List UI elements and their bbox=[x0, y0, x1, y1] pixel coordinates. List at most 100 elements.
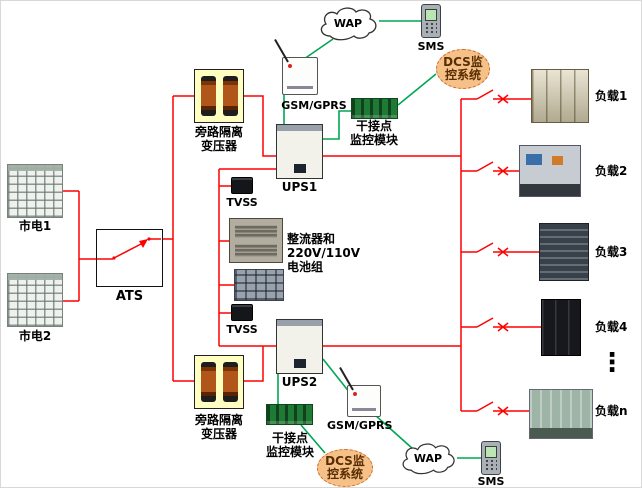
breaker-switch-2 bbox=[461, 161, 519, 176]
sms-phone-bottom-icon bbox=[481, 441, 501, 475]
dcs-top-line1: DCS监 bbox=[443, 55, 483, 69]
dcs-bottom-line2: 控系统 bbox=[326, 467, 363, 481]
transformer-bottom-label: 旁路隔离 变压器 bbox=[185, 413, 253, 441]
dry-contact-bottom-line2: 监控模块 bbox=[265, 445, 314, 459]
dry-contact-top-line2: 监控模块 bbox=[349, 133, 398, 147]
sms-bottom-label: SMS bbox=[477, 475, 505, 488]
mains2-building-image bbox=[7, 273, 63, 327]
dcs-top-line2: 控系统 bbox=[444, 68, 481, 82]
dcs-system-top: DCS监 控系统 bbox=[436, 49, 490, 89]
gsm-bottom-label: GSM/GPRS bbox=[327, 419, 393, 432]
transformer-bottom-line2: 变压器 bbox=[200, 427, 237, 441]
module-to-dcs-top-link bbox=[397, 73, 437, 106]
load4-image bbox=[541, 299, 581, 356]
mains1-building-image bbox=[7, 164, 63, 218]
cloud-shape-icon bbox=[320, 7, 377, 41]
transformer-coil-icon bbox=[200, 362, 216, 402]
load3-image bbox=[539, 223, 589, 281]
gsm-to-wap-bottom-link bbox=[374, 414, 414, 450]
isolation-transformer-bottom-image bbox=[194, 355, 244, 409]
gsm-top-to-wap-link bbox=[303, 38, 334, 60]
dc-left-bus-wire bbox=[218, 168, 276, 347]
breaker-switch-1 bbox=[461, 89, 531, 104]
modem-slot bbox=[352, 408, 376, 411]
wap-bottom-label: WAP bbox=[413, 451, 443, 465]
gsm-top-label: GSM/GPRS bbox=[281, 99, 347, 112]
breaker-switch-4 bbox=[461, 317, 541, 332]
load1-label: 负载1 bbox=[595, 89, 628, 103]
loads-ellipsis: ⋮ bbox=[599, 348, 625, 378]
transformer-top-to-ups1-wire bbox=[244, 95, 276, 157]
transformer-top-label: 旁路隔离 变压器 bbox=[185, 125, 253, 153]
dry-contact-module-bottom-image bbox=[266, 404, 313, 425]
load2-label: 负载2 bbox=[595, 164, 628, 178]
dry-contact-bottom-line1: 干接点 bbox=[271, 431, 308, 445]
module-to-dcs-bottom-link bbox=[300, 424, 326, 454]
ups2-to-gsm-link bbox=[322, 358, 351, 394]
rectifier-cabinet-image bbox=[229, 218, 283, 263]
battery-bank-image bbox=[234, 269, 284, 301]
wap-cloud-bottom-icon: WAP bbox=[399, 441, 457, 475]
ups1-image bbox=[276, 124, 323, 179]
mains2-label: 市电2 bbox=[18, 329, 52, 343]
led-icon bbox=[288, 64, 292, 68]
breaker-switch-n bbox=[461, 401, 529, 416]
dcs-system-bottom: DCS监 控系统 bbox=[317, 449, 373, 487]
ups1-to-module-link bbox=[323, 110, 351, 140]
phone-screen bbox=[485, 446, 497, 458]
rectifier-line3: 电池组 bbox=[287, 260, 324, 274]
rectifier-line1: 整流器和 bbox=[287, 232, 336, 246]
dry-contact-top-line1: 干接点 bbox=[355, 119, 392, 133]
rectifier-battery-tvss-stubs bbox=[219, 185, 234, 314]
breaker-switch-3 bbox=[461, 242, 539, 257]
cloud-shape-icon bbox=[402, 443, 455, 475]
ats-output-riser-wire bbox=[163, 95, 194, 382]
load-n-image bbox=[529, 389, 593, 439]
transformer-bottom-line1: 旁路隔离 bbox=[194, 413, 243, 427]
load-n-label: 负载n bbox=[595, 404, 628, 418]
sms-phone-top-icon bbox=[421, 4, 441, 38]
load4-label: 负载4 bbox=[595, 320, 628, 334]
ups1-label: UPS1 bbox=[281, 180, 318, 194]
phone-keypad bbox=[425, 22, 437, 34]
transformer-top-line1: 旁路隔离 bbox=[194, 125, 243, 139]
led-icon bbox=[353, 392, 357, 396]
transformer-bottom-to-ups2-wire bbox=[244, 346, 264, 382]
ups2-image bbox=[276, 319, 323, 374]
transformer-coil-icon bbox=[222, 362, 238, 402]
wap-cloud-top-icon: WAP bbox=[317, 5, 379, 41]
ups2-label: UPS2 bbox=[281, 375, 318, 389]
tvss-bottom-label: TVSS bbox=[226, 323, 258, 336]
gsm-modem-top-icon bbox=[274, 38, 318, 95]
dry-contact-top-label: 干接点 监控模块 bbox=[341, 119, 407, 147]
tvss-top-image bbox=[231, 177, 253, 194]
mains-to-ats-wire bbox=[63, 190, 96, 302]
load3-label: 负载3 bbox=[595, 245, 628, 259]
gsm-modem-bottom-icon bbox=[339, 366, 381, 417]
mains1-label: 市电1 bbox=[18, 219, 52, 233]
dry-contact-module-top-image bbox=[351, 98, 398, 119]
load2-image bbox=[519, 145, 581, 197]
rectifier-line2: 220V/110V bbox=[287, 246, 361, 260]
tvss-top-label: TVSS bbox=[226, 196, 258, 209]
rectifier-label: 整流器和 220V/110V 电池组 bbox=[287, 232, 363, 274]
ats-switch-image bbox=[96, 229, 163, 287]
ats-switch-symbol-icon bbox=[97, 237, 161, 260]
phone-keypad bbox=[485, 459, 497, 471]
wap-top-label: WAP bbox=[333, 16, 363, 30]
load1-image bbox=[531, 69, 589, 123]
transformer-coil-icon bbox=[222, 76, 238, 116]
ats-label: ATS bbox=[115, 289, 144, 304]
dry-contact-bottom-label: 干接点 监控模块 bbox=[257, 431, 323, 459]
sms-top-label: SMS bbox=[417, 40, 445, 53]
power-wires bbox=[63, 89, 541, 416]
transformer-coil-icon bbox=[200, 76, 216, 116]
modem-slot bbox=[287, 86, 313, 89]
dcs-bottom-line1: DCS监 bbox=[325, 454, 365, 468]
isolation-transformer-top-image bbox=[194, 69, 244, 123]
comm-wires bbox=[277, 20, 481, 459]
phone-screen bbox=[425, 9, 437, 21]
transformer-top-line2: 变压器 bbox=[200, 139, 237, 153]
